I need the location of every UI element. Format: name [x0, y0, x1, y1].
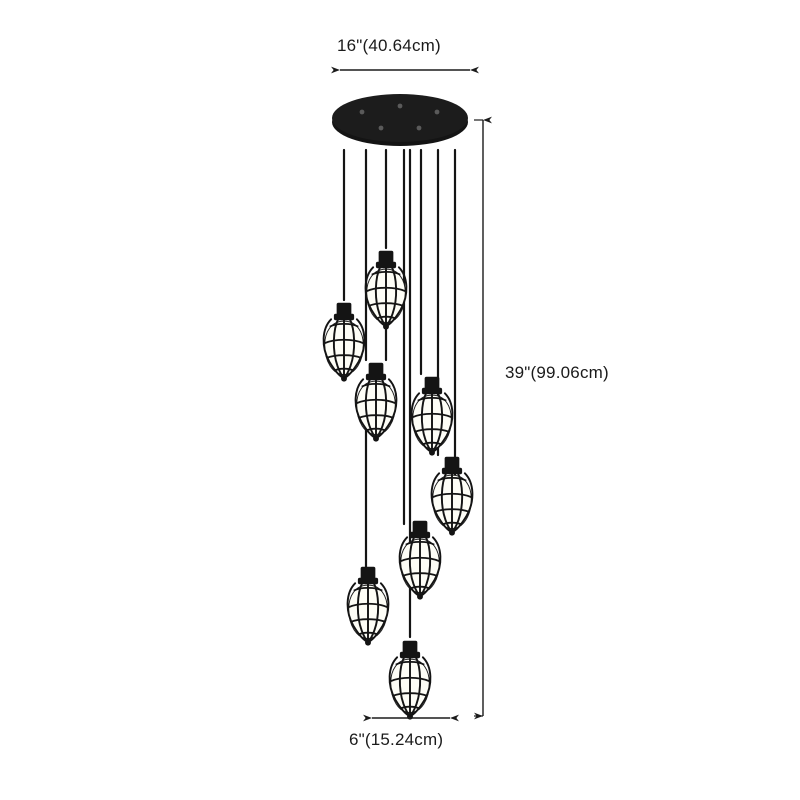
suspension-cords: [342, 148, 457, 639]
dimension-label-height: 39"(99.06cm): [505, 363, 609, 382]
dimension-lines: [331, 66, 492, 722]
pendant-shade: [410, 375, 454, 457]
pendant-shade: [322, 301, 366, 383]
pendant-shade: [388, 639, 432, 721]
dimension-label-width-top: 16"(40.64cm): [337, 36, 441, 55]
dimension-label-width-bottom: 6"(15.24cm): [349, 730, 444, 749]
pendant-shades: [322, 249, 474, 721]
pendant-shade: [364, 249, 408, 331]
pendant-shade: [430, 455, 474, 537]
ceiling-canopy: [332, 94, 468, 146]
pendant-shade: [398, 519, 442, 601]
pendant-shade: [346, 565, 390, 647]
pendant-shade: [354, 361, 398, 443]
